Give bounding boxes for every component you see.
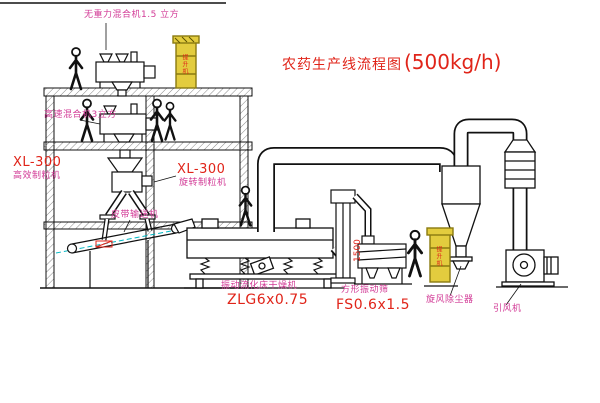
label-granulator-right-name: 旋转制粒机 xyxy=(179,178,227,188)
person-figure-2 xyxy=(79,98,95,142)
granulator-drawing xyxy=(99,149,156,241)
label-granulator-left-model: XL-300 xyxy=(13,155,62,170)
person-figure-4 xyxy=(163,101,177,141)
cyclone-drawing xyxy=(441,165,481,270)
gravity-mixer-drawing xyxy=(95,51,156,97)
bucket-elevator-yellow-1 xyxy=(172,35,200,89)
label-high-speed-mixer: 高速混合机3立方 xyxy=(44,110,117,120)
elevator-tag-2: 提升机 xyxy=(435,246,442,267)
diagram-title-capacity: (500kg/h) xyxy=(404,50,502,74)
label-vibrating-sieve-model: FS0.6x1.5 xyxy=(336,297,411,313)
duct-dryer-to-cyclone xyxy=(257,147,457,232)
discharge-mark xyxy=(95,240,113,248)
belt-conveyor-drawing xyxy=(55,218,196,288)
dimension-1500: 1500 xyxy=(353,239,363,262)
label-cyclone: 旋风除尘器 xyxy=(426,295,474,305)
leader-lines xyxy=(79,23,522,306)
label-granulator-right-model: XL-300 xyxy=(177,162,226,177)
label-granulator-left-name: 高效制粒机 xyxy=(13,171,61,181)
vibrating-sieve-drawing xyxy=(354,235,412,285)
exhaust-stack-cap xyxy=(503,139,537,189)
cyclone-outlet-duct xyxy=(453,118,528,252)
diagram-title: 农药生产线流程图 (500kg/h) xyxy=(282,50,501,74)
label-belt-conveyor: 皮带输送机 xyxy=(111,210,159,220)
label-vibrating-sieve: 方形振动筛 xyxy=(341,285,389,295)
elevator-tag-1: 提升机 xyxy=(181,54,188,75)
bucket-elevator-center xyxy=(330,189,372,284)
person-figure-1 xyxy=(68,47,84,91)
label-gravity-mixer: 无重力混合机1.5 立方 xyxy=(84,10,180,20)
diagram-title-text: 农药生产线流程图 xyxy=(282,57,402,73)
label-fluid-bed-dryer: 振动流化床干燥机 xyxy=(221,281,298,291)
label-fluid-bed-dryer-model: ZLG6x0.75 xyxy=(227,292,309,308)
label-induced-draft-fan: 引风机 xyxy=(493,304,522,314)
induced-draft-fan-drawing xyxy=(496,249,568,288)
bucket-elevator-yellow-2 xyxy=(424,227,458,287)
person-figure-6 xyxy=(406,229,424,278)
